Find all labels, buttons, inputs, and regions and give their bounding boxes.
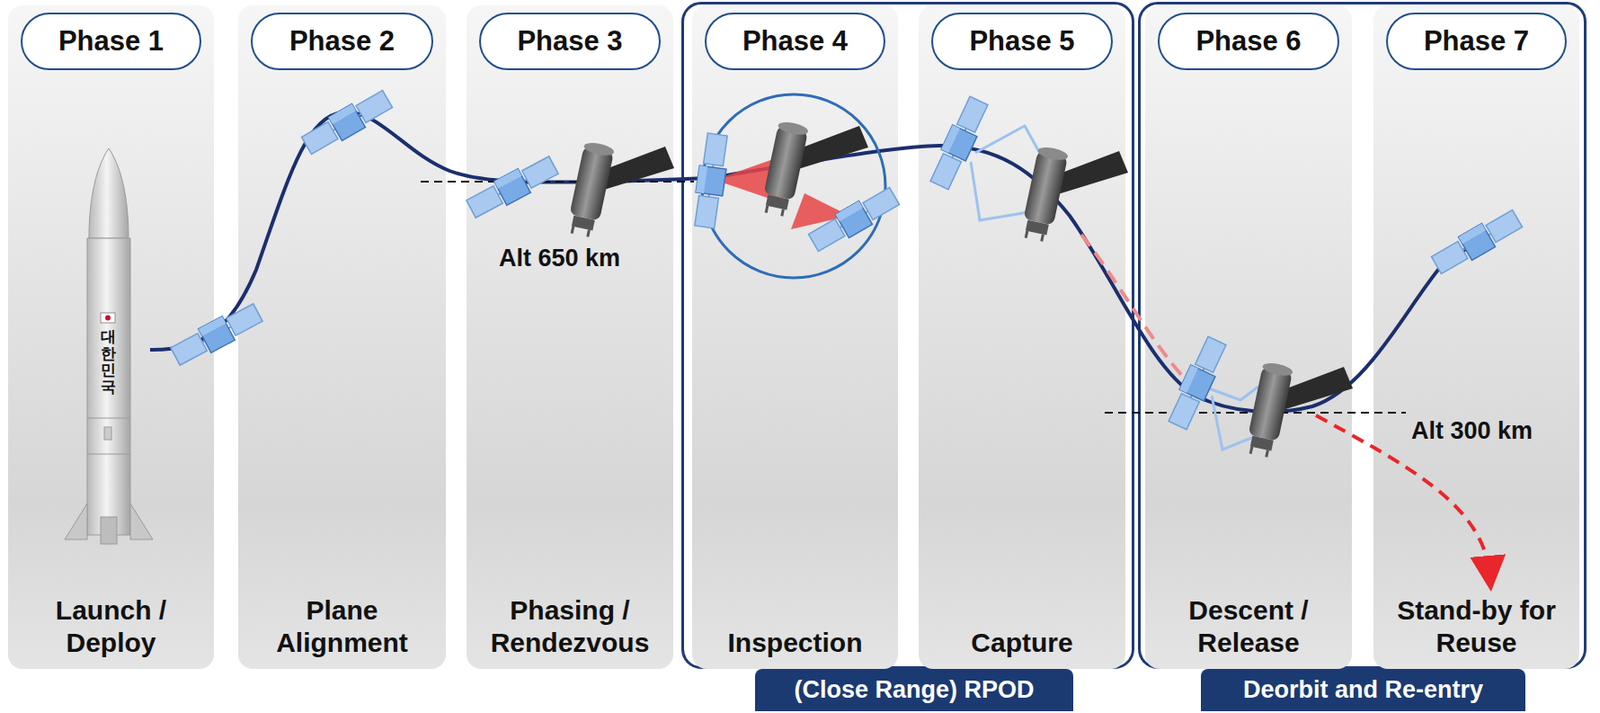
- rocket: [64, 148, 153, 544]
- phase-label: Stand-by for Reuse: [1380, 594, 1573, 658]
- phase-pill: Phase 6: [1157, 12, 1340, 71]
- phase-number: Phase 4: [742, 25, 848, 58]
- phase-label: Launch / Deploy: [15, 594, 207, 658]
- phase-pill: Phase 2: [250, 12, 434, 71]
- phase-pill: Phase 4: [704, 12, 886, 71]
- phase-pill: Phase 1: [20, 12, 202, 71]
- phase-number: Phase 5: [968, 25, 1075, 58]
- phase-column: Inspection Phase 4: [692, 5, 898, 669]
- phase-column: Descent / Release Phase 6: [1145, 5, 1352, 669]
- altitude-label: Alt 300 km: [1411, 417, 1533, 445]
- phase-column: Phasing / Rendezvous Phase 3: [466, 5, 674, 669]
- group-label: Deorbit and Re-entry: [1243, 675, 1484, 704]
- phase-label: Capture: [970, 626, 1073, 658]
- group-tab: (Close Range) RPOD: [755, 668, 1074, 712]
- phase-column: Plane Alignment Phase 2: [238, 5, 446, 669]
- phase-number: Phase 1: [58, 25, 164, 58]
- group-tab: Deorbit and Re-entry: [1200, 668, 1526, 712]
- phase-number: Phase 2: [289, 25, 395, 58]
- phase-label: Plane Alignment: [245, 594, 439, 658]
- phase-label: Inspection: [727, 626, 863, 658]
- phase-label: Phasing / Rendezvous: [473, 594, 667, 658]
- phase-label: Descent / Release: [1152, 594, 1345, 658]
- phase-number: Phase 3: [516, 25, 623, 58]
- altitude-label: Alt 650 km: [498, 244, 621, 273]
- phase-pill: Phase 5: [931, 12, 1113, 71]
- phase-number: Phase 7: [1423, 25, 1529, 58]
- phase-pill: Phase 7: [1386, 12, 1567, 71]
- phase-column: Stand-by for Reuse Phase 7: [1373, 5, 1580, 669]
- phase-number: Phase 6: [1195, 25, 1301, 58]
- trajectory: [150, 112, 1475, 412]
- phase-column: Capture Phase 5: [918, 5, 1126, 669]
- phase-group: (Close Range) RPODInspectionPhase 4Captu…: [681, 1, 1135, 669]
- phase-group: Deorbit and Re-entryDescent / ReleasePha…: [1137, 1, 1587, 669]
- phase-pill: Phase 3: [479, 12, 661, 71]
- group-label: (Close Range) RPOD: [793, 675, 1034, 704]
- rocket-marking: 대한민국: [100, 328, 116, 397]
